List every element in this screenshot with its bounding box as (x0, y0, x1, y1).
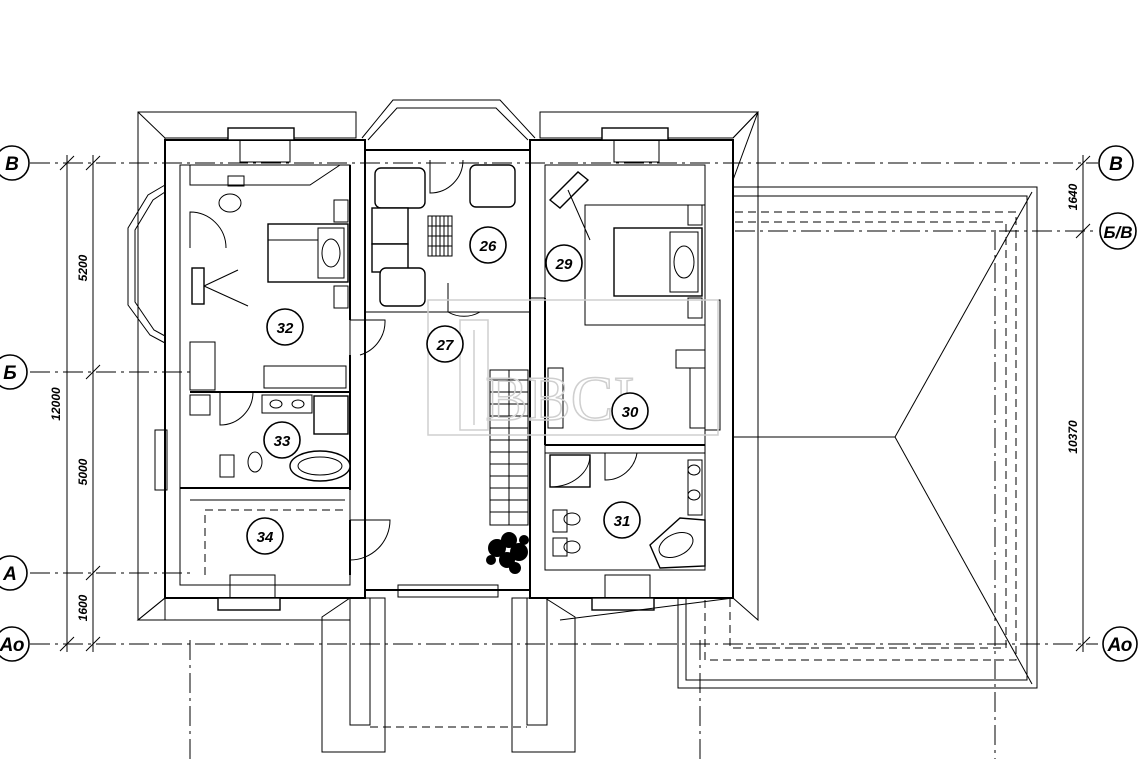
desk-right (548, 171, 591, 241)
dimension-label: 10370 (1066, 420, 1080, 454)
room-number: 29 (555, 256, 573, 273)
plant-decoration (486, 532, 529, 574)
axis-bubble-v-right: В (1098, 145, 1134, 181)
room-30: 30 (611, 392, 649, 430)
watermark-text: BBCI (485, 363, 634, 434)
room-number: 34 (257, 529, 274, 546)
room-number: 27 (436, 337, 454, 354)
partitions-left (154, 165, 351, 575)
sofa-set (371, 164, 516, 307)
left-wing-walls (136, 111, 366, 621)
room-number: 30 (622, 404, 639, 421)
bed-left (267, 199, 349, 309)
watermark: BBCI (427, 299, 719, 436)
axis-bubble-b: Б (0, 354, 28, 390)
dimension-label: 5200 (76, 254, 90, 281)
axis-bubble-ao-right: Ао (1102, 626, 1138, 662)
room-26: 26 (469, 226, 507, 264)
room-number: 26 (479, 238, 497, 255)
desk-left (191, 267, 249, 307)
axis-label: А (2, 564, 17, 585)
axis-label: Б (3, 363, 16, 384)
bathroom-fixtures-right (549, 454, 706, 569)
room-number: 32 (277, 320, 294, 337)
axis-label: Ао (0, 635, 24, 656)
room-32: 32 (266, 308, 304, 346)
dimension-label: 5000 (76, 458, 90, 485)
doors (189, 159, 638, 561)
right-wing-walls (529, 111, 760, 622)
axis-label: Б/В (1103, 223, 1132, 242)
axis-bubble-ao-left: Ао (0, 626, 30, 662)
dimension-label: 1640 (1066, 183, 1080, 210)
dimension-label: 1600 (76, 594, 90, 621)
portico (321, 597, 576, 753)
dimension-label: 12000 (49, 387, 63, 421)
bed-right (613, 204, 703, 319)
bay-window-left (127, 184, 166, 344)
room-33: 33 (263, 421, 301, 459)
room-number: 33 (274, 433, 291, 450)
axis-label: Ао (1107, 635, 1133, 656)
axis-label: В (1109, 154, 1123, 175)
staircase (489, 369, 529, 526)
dimension-lines-right: 1640 10370 (1066, 155, 1091, 652)
dimension-lines-left: 12000 5200 5000 1600 (49, 155, 101, 652)
room-27: 27 (426, 325, 464, 363)
room-31: 31 (603, 501, 641, 539)
axis-bubble-a: А (0, 555, 28, 591)
room-29: 29 (545, 244, 583, 282)
room-number: 31 (614, 513, 631, 530)
axis-bubble-bv-right: Б/В (1099, 212, 1137, 250)
axis-bubble-v-left: В (0, 145, 30, 181)
bathroom-fixtures-left (218, 175, 351, 482)
room-34: 34 (246, 517, 284, 555)
roof-outline (677, 186, 1038, 689)
axis-label: В (5, 154, 19, 175)
